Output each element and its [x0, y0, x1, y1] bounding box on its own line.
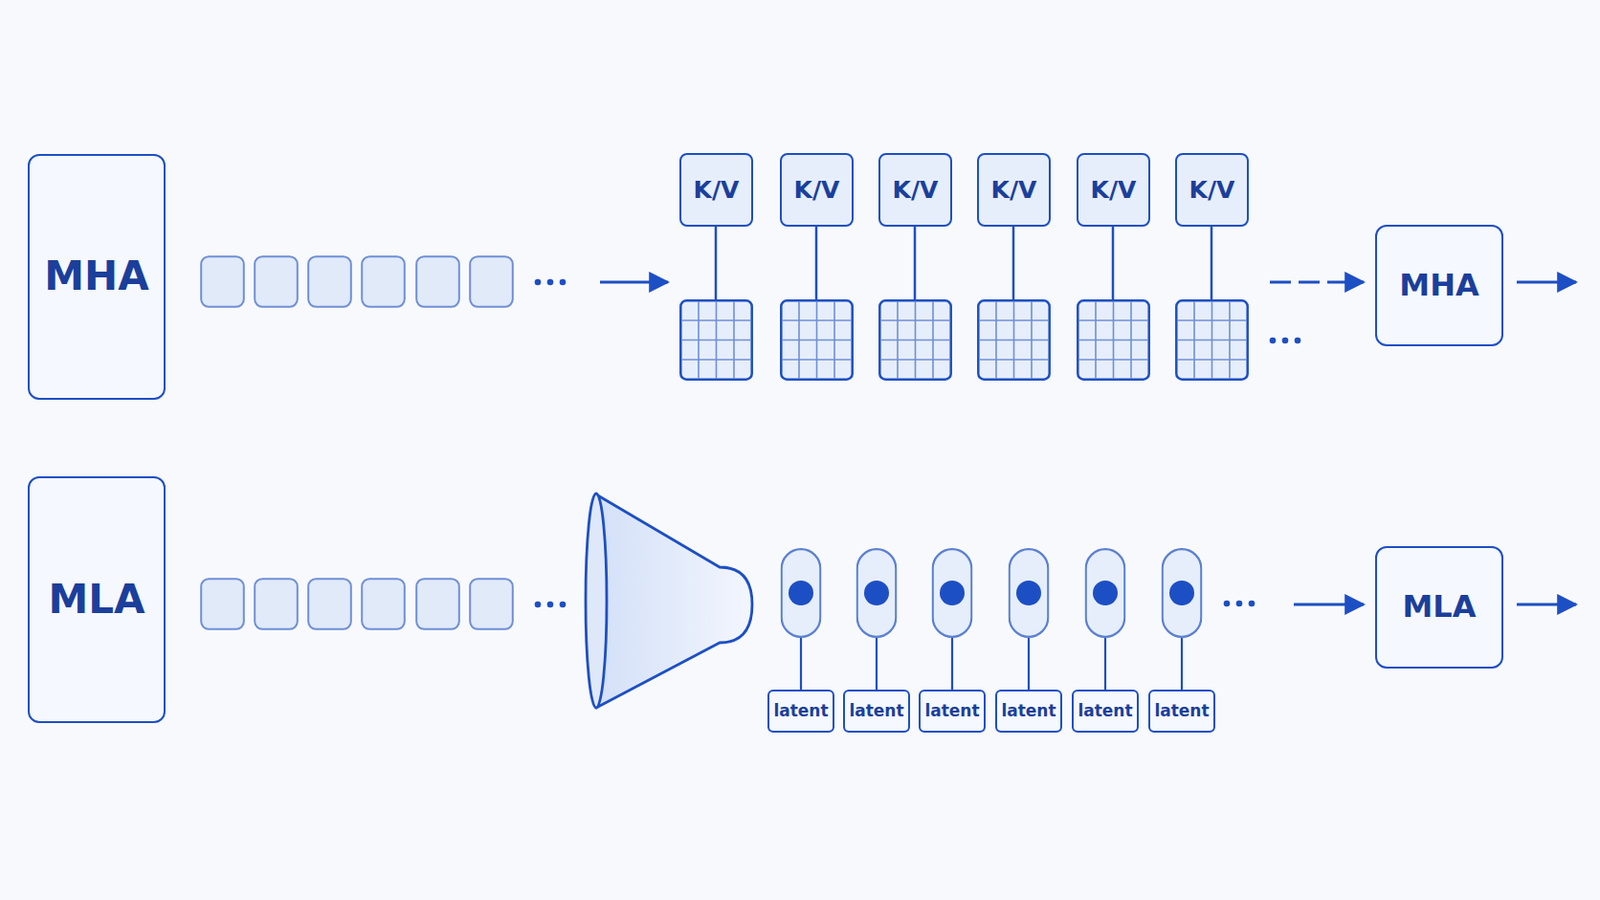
node-label: latent [773, 702, 828, 721]
ellipsis-dots [1269, 337, 1302, 345]
node-label: K/V [892, 177, 939, 204]
output-arrow [1516, 281, 1577, 285]
kv-box: K/V [977, 153, 1051, 227]
flow-arrow [600, 281, 668, 285]
attention-block: MHA [27, 154, 166, 400]
token-square [469, 578, 513, 630]
node-label: latent [848, 702, 904, 721]
latent-box: latent [767, 689, 835, 734]
token-square [200, 256, 245, 308]
kv-box: K/V [779, 153, 854, 227]
attention-block: MLA [27, 476, 166, 724]
ellipsis-dots [1223, 600, 1256, 608]
node-label: latent [924, 702, 979, 721]
kv-stems [715, 226, 1212, 300]
node-label: latent [1154, 702, 1209, 721]
latent-capsule [933, 549, 973, 638]
latent-box: latent [843, 689, 911, 734]
cache-grid [780, 300, 852, 379]
cache-grid [1077, 300, 1149, 379]
latent-box: latent [995, 689, 1063, 734]
latent-capsule [1086, 549, 1126, 638]
latent-capsule [857, 549, 897, 638]
latent-box: latent [1071, 689, 1139, 734]
node-label: MHA [1399, 268, 1479, 303]
latent-stems [800, 638, 1182, 690]
latent-capsule [781, 549, 822, 638]
token-square [200, 578, 245, 630]
attention-block: MHA [1375, 224, 1504, 347]
node-label: K/V [991, 177, 1038, 204]
flow-arrow [1293, 603, 1364, 607]
latent-box: latent [918, 689, 986, 734]
cache-grid [680, 300, 752, 379]
node-label: K/V [693, 177, 740, 204]
kv-box: K/V [878, 153, 953, 227]
kv-box: K/V [679, 153, 754, 227]
attention-block: MLA [1375, 546, 1504, 669]
latent-capsule [1162, 549, 1202, 638]
cache-grid [1176, 300, 1247, 379]
kv-box: K/V [1076, 153, 1151, 227]
cache-grid [879, 300, 951, 379]
node-label: K/V [1090, 177, 1137, 204]
node-label: latent [1000, 702, 1056, 721]
node-label: MLA [47, 577, 145, 623]
ellipsis-dots [534, 601, 567, 609]
token-square [308, 256, 352, 308]
latent-capsule [1009, 549, 1049, 638]
latent-box: latent [1148, 689, 1216, 734]
token-square [416, 578, 460, 630]
token-square [416, 256, 460, 308]
kv-box: K/V [1175, 153, 1249, 227]
token-square [254, 256, 298, 308]
node-label: MLA [1402, 590, 1477, 624]
cache-grid [977, 300, 1049, 379]
node-label: MHA [44, 254, 149, 299]
token-square [469, 256, 513, 308]
token-square [308, 578, 352, 630]
node-label: K/V [1189, 177, 1236, 204]
node-label: latent [1077, 702, 1133, 721]
compression-funnel [585, 493, 753, 709]
ellipsis-dots [534, 279, 567, 287]
dashed-arrow [1269, 281, 1364, 285]
token-square [361, 256, 405, 308]
token-square [254, 578, 298, 630]
token-square [361, 578, 405, 630]
output-arrow [1516, 603, 1577, 607]
node-label: K/V [794, 177, 841, 204]
